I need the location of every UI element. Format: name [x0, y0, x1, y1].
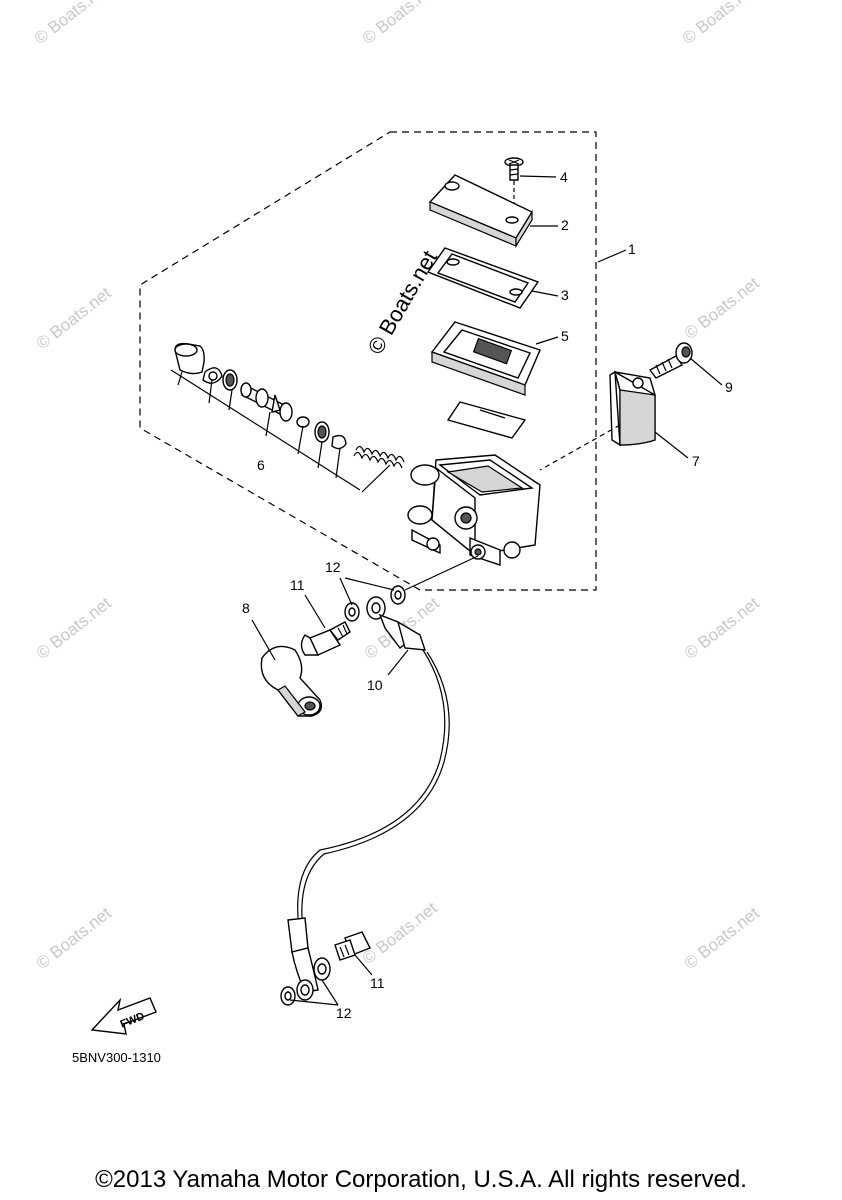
callout-8: 8	[242, 600, 250, 616]
clamp-bolt	[648, 342, 693, 379]
callout-11-lower: 11	[370, 975, 385, 991]
callout-12-upper: 12	[325, 559, 341, 575]
watermark: © Boats.net	[33, 593, 115, 663]
callout-6: 6	[257, 457, 265, 473]
upper-union-bolt	[300, 555, 479, 656]
watermark: © Boats.net	[33, 903, 115, 973]
callout-7: 7	[692, 453, 700, 469]
callout-5: 5	[561, 328, 569, 344]
callout-1: 1	[628, 241, 636, 257]
diaphragm	[430, 321, 541, 396]
callout-10: 10	[367, 677, 383, 693]
watermark: © Boats.net	[359, 0, 441, 48]
watermark: © Boats.net	[681, 903, 763, 973]
watermark: © Boats.net	[681, 273, 763, 343]
watermarks: © Boats.net © Boats.net © Boats.net © Bo…	[31, 0, 763, 973]
callout-2: 2	[561, 217, 569, 233]
diagram-code: 5BNV300-1310	[72, 1050, 161, 1065]
copyright-notice: ©2013 Yamaha Motor Corporation, U.S.A. A…	[95, 1166, 747, 1193]
holder-clamp	[539, 370, 656, 471]
reservoir-cap	[428, 174, 534, 249]
diaphragm-plate	[426, 247, 540, 309]
fwd-arrow-icon: FWD	[90, 997, 157, 1035]
watermark: © Boats.net	[681, 593, 763, 663]
watermark: © Boats.net	[31, 0, 113, 48]
watermark: © Boats.net	[33, 283, 115, 353]
callout-3: 3	[561, 287, 569, 303]
watermark: © Boats.net	[679, 0, 761, 48]
brake-hose	[280, 596, 450, 1006]
piston-kit	[170, 342, 405, 493]
dust-boot	[260, 645, 323, 717]
center-watermark: © Boats.net	[363, 246, 442, 358]
callout-12-lower: 12	[336, 1005, 352, 1021]
assembly-outline	[139, 131, 597, 591]
callout-11-upper: 11	[290, 577, 305, 593]
master-cylinder-body	[407, 454, 541, 566]
callout-4: 4	[560, 169, 568, 185]
callout-9: 9	[725, 379, 733, 395]
float-plate	[446, 401, 527, 439]
leader-lines	[251, 175, 723, 1006]
callouts: 1 2 3 4 5 6 7 8 9 10 11 11 12 12	[242, 169, 733, 1021]
lower-union-bolt	[334, 931, 371, 961]
watermark: © Boats.net	[359, 898, 441, 968]
